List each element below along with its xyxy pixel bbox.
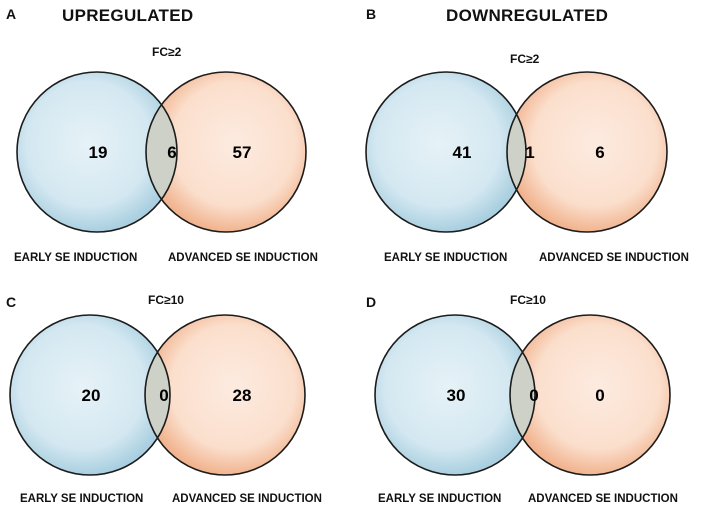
- threshold-label: FC≥2: [510, 52, 540, 66]
- early-only-count: 30: [447, 386, 466, 405]
- advanced-set-circle: [146, 72, 306, 232]
- venn-panel-c: C FC≥10 20 0 28 EARLY SE INDUCTION ADVAN…: [0, 256, 353, 511]
- advanced-only-count: 0: [595, 386, 604, 405]
- advanced-set-label: ADVANCED SE INDUCTION: [528, 493, 678, 505]
- panel-label: D: [366, 294, 377, 310]
- advanced-set-label: ADVANCED SE INDUCTION: [172, 493, 322, 505]
- venn-panel-b: B DOWNREGULATED FC≥2 41 1 6 EARLY SE IND…: [354, 0, 707, 264]
- early-set-circle: [366, 72, 526, 232]
- venn-panel-a: A UPREGULATED FC≥2 19 6 57 EARLY SE INDU…: [0, 0, 353, 264]
- early-set-label: EARLY SE INDUCTION: [14, 252, 138, 264]
- venn-diagram: 20 0 28: [9, 314, 306, 476]
- early-set-circle: [17, 72, 177, 232]
- advanced-only-count: 28: [233, 386, 252, 405]
- advanced-set-circle: [145, 315, 305, 475]
- venn-diagram: 41 1 6: [365, 71, 668, 233]
- shared-count: 0: [529, 386, 538, 405]
- panel-label: A: [6, 6, 17, 22]
- shared-count: 6: [167, 143, 176, 162]
- threshold-label: FC≥2: [152, 45, 182, 59]
- early-only-count: 19: [89, 143, 108, 162]
- early-only-count: 41: [453, 143, 472, 162]
- advanced-set-circle: [507, 72, 667, 232]
- threshold-label: FC≥10: [148, 293, 184, 307]
- panel-heading: DOWNREGULATED: [446, 6, 609, 25]
- advanced-only-count: 57: [233, 143, 252, 162]
- early-only-count: 20: [82, 386, 101, 405]
- venn-diagram: 19 6 57: [16, 71, 307, 233]
- advanced-only-count: 6: [595, 143, 604, 162]
- panel-label: C: [6, 294, 17, 310]
- shared-count: 0: [159, 386, 168, 405]
- early-set-circle: [375, 315, 535, 475]
- venn-panel-d: D FC≥10 30 0 0 EARLY SE INDUCTION ADVANC…: [354, 256, 707, 511]
- early-set-label: EARLY SE INDUCTION: [20, 493, 144, 505]
- early-set-circle: [10, 315, 170, 475]
- advanced-set-label: ADVANCED SE INDUCTION: [539, 252, 689, 264]
- venn-diagram: 30 0 0: [374, 314, 671, 476]
- advanced-set-circle: [510, 315, 670, 475]
- threshold-label: FC≥10: [510, 293, 546, 307]
- panel-heading: UPREGULATED: [62, 6, 194, 25]
- panel-label: B: [366, 6, 377, 22]
- shared-count: 1: [525, 143, 534, 162]
- early-set-label: EARLY SE INDUCTION: [384, 252, 508, 264]
- advanced-set-label: ADVANCED SE INDUCTION: [168, 252, 318, 264]
- early-set-label: EARLY SE INDUCTION: [378, 493, 502, 505]
